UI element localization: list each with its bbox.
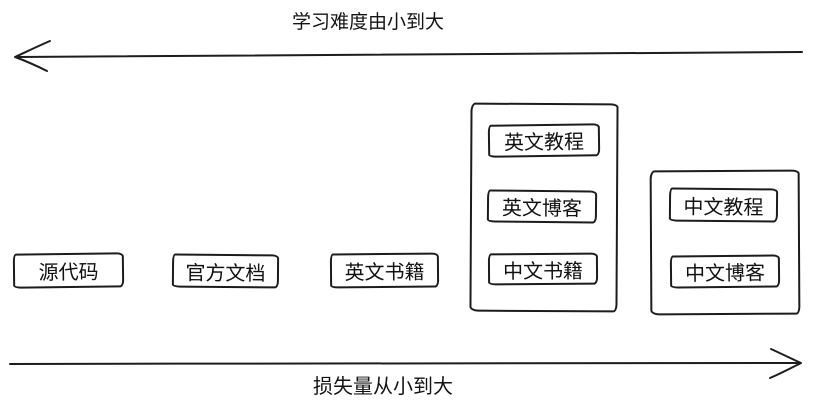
bottom-axis-arrow (9, 348, 802, 379)
box-source-code-label: 源代码 (38, 261, 99, 285)
bottom-axis-label: 损失量从小到大 (313, 376, 453, 398)
box-english-blogs: 英文博客 (486, 189, 598, 224)
box-english-books: 英文书籍 (329, 252, 440, 289)
box-english-tutorials: 英文教程 (487, 123, 601, 158)
box-chinese-books-label: 中文书籍 (502, 260, 584, 283)
bottom-axis-arrowhead-right (769, 348, 802, 379)
box-official-docs: 官方文档 (171, 253, 280, 289)
top-axis-line (16, 51, 803, 58)
box-english-books-label: 英文书籍 (344, 261, 425, 285)
top-axis-arrow (14, 40, 803, 72)
box-english-blogs-label: 英文博客 (501, 197, 583, 221)
box-source-code: 源代码 (12, 252, 125, 289)
box-chinese-blogs: 中文博客 (669, 254, 781, 289)
top-axis-arrowhead-left (14, 40, 51, 72)
box-chinese-blogs-label: 中文博客 (684, 262, 766, 286)
box-chinese-books: 中文书籍 (487, 252, 599, 286)
top-axis-label: 学习难度由小到大 (291, 12, 444, 33)
bottom-axis-line (9, 361, 801, 365)
box-official-docs-label: 官方文档 (185, 262, 266, 285)
box-chinese-tutorials: 中文教程 (668, 187, 779, 223)
box-chinese-tutorials-label: 中文教程 (683, 196, 764, 219)
box-english-tutorials-label: 英文教程 (503, 131, 585, 155)
